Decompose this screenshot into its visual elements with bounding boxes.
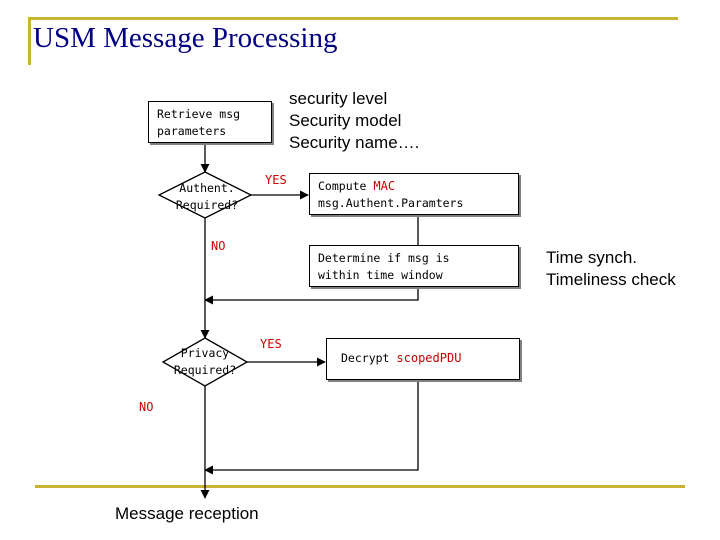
time-note-line2: Timeliness check [546, 270, 676, 289]
compute-line2: msg.Authent.Paramters [318, 196, 464, 210]
determine-line1: Determine if msg is [318, 251, 450, 265]
privacy-line1: Privacy [180, 346, 230, 360]
bottom-rule [35, 485, 685, 488]
privacy-decision-text: Privacy Required? [163, 345, 247, 379]
security-note: security level Security model Security n… [289, 88, 419, 154]
authent-line1: Authent. [179, 181, 235, 195]
privacy-no-label: NO [139, 400, 154, 414]
time-note-line1: Time synch. [546, 248, 638, 267]
privacy-yes-label: YES [260, 337, 282, 351]
page-title: USM Message Processing [33, 22, 338, 54]
compute-mac-box: Compute MAC msg.Authent.Paramters [309, 173, 519, 215]
message-reception-label: Message reception [115, 504, 259, 523]
authent-no-label: NO [211, 239, 226, 253]
title-rule-left [28, 17, 31, 65]
authent-yes-label: YES [265, 173, 287, 187]
retrieve-params-box: Retrieve msg parameters [148, 101, 272, 143]
determine-line2: within time window [318, 268, 443, 282]
connector-determine-merge [204, 285, 419, 305]
time-note: Time synch. Timeliness check [546, 247, 676, 291]
decrypt-scopedpdu-highlight: scopedPDU [396, 351, 462, 365]
privacy-decision-diamond [161, 337, 249, 387]
security-note-line3: Security name…. [289, 133, 420, 152]
compute-line1: Compute MAC [318, 178, 510, 195]
security-note-line1: security level [289, 89, 388, 108]
compute-prefix: Compute [318, 179, 374, 193]
decrypt-prefix: Decrypt [341, 351, 397, 365]
privacy-line2: Required? [173, 363, 237, 377]
authent-line2: Required? [175, 198, 239, 212]
determine-time-box: Determine if msg is within time window [309, 245, 519, 287]
authent-decision-diamond [157, 171, 253, 219]
retrieve-line1: Retrieve msg [157, 107, 241, 121]
authent-decision-text: Authent. Required? [165, 180, 249, 214]
decrypt-box: Decrypt scopedPDU [326, 338, 520, 380]
security-note-line2: Security model [289, 111, 402, 130]
connector-decrypt-merge [204, 380, 419, 475]
title-rule-top [28, 17, 678, 20]
compute-mac-highlight: MAC [373, 179, 396, 193]
retrieve-line2: parameters [157, 124, 227, 138]
